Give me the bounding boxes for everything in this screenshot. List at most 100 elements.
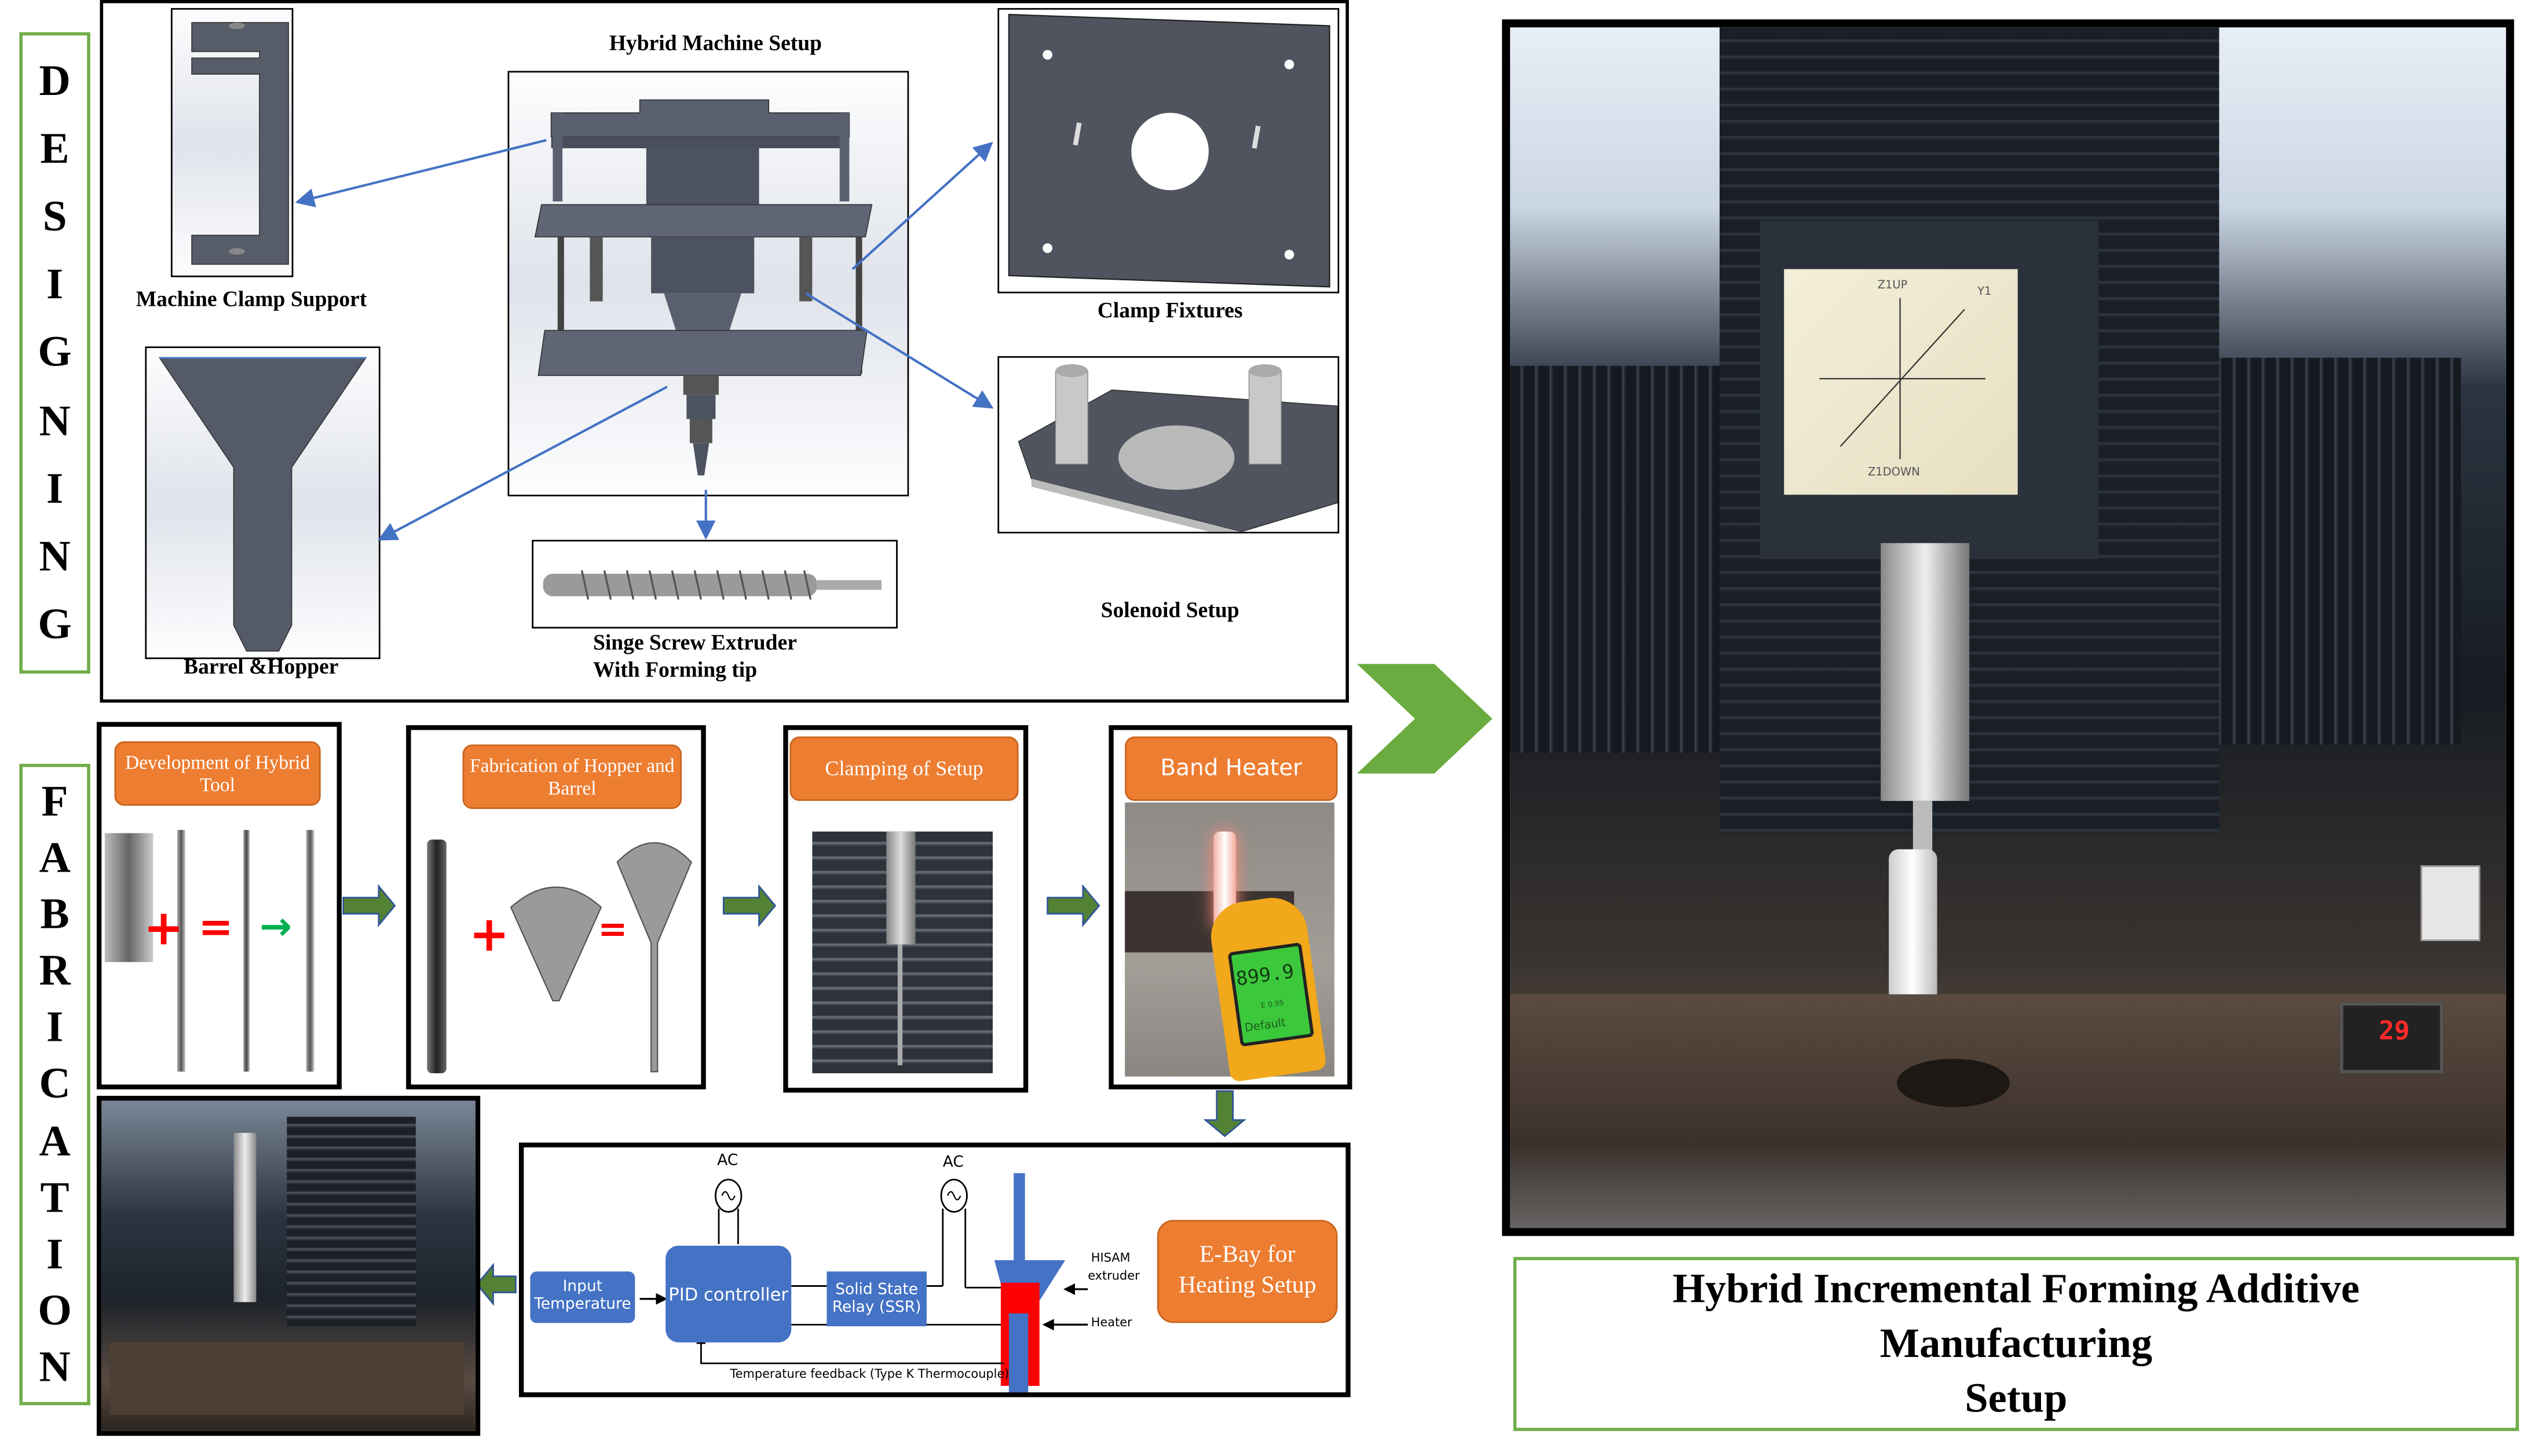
feedback-label: Temperature feedback (Type K Thermocoupl… (730, 1366, 1010, 1381)
big-green-chevron (1356, 664, 1493, 774)
flow-arrow-3-4 (1047, 884, 1100, 927)
ssr-relay (2420, 865, 2481, 941)
fabrication-letter: A (39, 1116, 71, 1165)
ssr-block: Solid State Relay (SSR) (827, 1271, 927, 1326)
barrel-hopper-drawing (158, 357, 367, 652)
forming-tip-photo (104, 833, 153, 963)
fabrication-letter: O (38, 1285, 72, 1334)
fab-step-hopper-barrel: Fabrication of Hopper and Barrel + = (406, 725, 706, 1089)
machine-bellows (287, 1117, 416, 1326)
fabrication-letter: C (39, 1059, 71, 1108)
arrow-to-barrel-hopper (378, 385, 668, 541)
ebay-heating-setup-label: E-Bay for Heating Setup (1157, 1220, 1338, 1323)
caption-barrel-hopper: Barrel &Hopper (184, 654, 339, 679)
clamp-support-drawing (191, 22, 289, 265)
screw-drawing (543, 570, 882, 600)
screw-extruder-image (532, 540, 898, 629)
flow-arrow-2-3 (722, 884, 777, 927)
axis-z-up: Z1UP (1877, 279, 1908, 292)
flow-arrow-diagram-machine (476, 1263, 517, 1306)
plus-sign: + (143, 901, 184, 957)
barrel-hopper-image (145, 346, 381, 660)
clamp-fixtures-image (997, 8, 1340, 294)
fabrication-letter: T (40, 1172, 70, 1221)
arrow-to-clamp-fixtures (851, 141, 993, 270)
band-heater-photo: 899.9 E 0.95 Default (1125, 802, 1334, 1082)
heater-label: Heater (1091, 1315, 1132, 1330)
ssr-label-line1: Solid State (835, 1281, 919, 1298)
barrel-tube-photo (427, 839, 447, 1074)
hybrid-machine-setup-title: Hybrid Machine Setup (609, 30, 822, 55)
caption-screw-extruder-line1: Singe Screw Extruder (593, 630, 797, 654)
designing-letter: I (46, 260, 64, 309)
machine-spindle (233, 1133, 257, 1303)
designing-letter: D (39, 56, 71, 105)
ebay-line1: E-Bay for (1199, 1243, 1296, 1269)
result-title-line2: Manufacturing (1879, 1320, 2153, 1367)
axis-z-down: Z1DOWN (1867, 466, 1920, 479)
fab-step-hybrid-tool: Development of Hybrid Tool + = → (96, 722, 342, 1089)
designing-letter: N (39, 531, 71, 580)
heating-setup-diagram: Input Temperature PID controller Solid S… (518, 1142, 1351, 1398)
screw-photo-2 (243, 829, 250, 1072)
hisam-extruder-label-1: HISAM (1091, 1250, 1131, 1265)
result-title-line3: Setup (1965, 1374, 2068, 1421)
clamp-fixture-plate-drawing (1008, 13, 1330, 288)
extruder-wrap (1889, 849, 1937, 1003)
fab-step-title: Band Heater (1125, 736, 1338, 801)
clamping-photo (812, 831, 993, 1074)
bellows-left (1510, 365, 1752, 753)
fab-step-title: Fabrication of Hopper and Barrel (462, 744, 682, 809)
fabrication-letter: R (39, 946, 71, 995)
hopper-barrel-photo (616, 842, 693, 1073)
ac-label-2: AC (942, 1154, 964, 1172)
solenoid-drawing (1018, 364, 1338, 532)
input-temperature-block: Input Temperature (530, 1271, 635, 1323)
designing-letter: I (46, 463, 64, 512)
ssr-label-line2: Relay (SSR) (832, 1298, 921, 1317)
designing-letter: G (38, 599, 72, 648)
hopper-photo (510, 886, 602, 1002)
ac-label-1: AC (717, 1152, 738, 1170)
designing-side-label: D E S I G N I N G (19, 32, 90, 674)
fabrication-letter: N (39, 1342, 71, 1391)
heating-circuit-lines (639, 1173, 1088, 1393)
pid-controller-unit: 29 (2340, 1002, 2444, 1074)
machine-assembly-drawing (534, 99, 873, 475)
designing-letter: S (42, 192, 67, 241)
fabrication-letter: A (39, 833, 71, 882)
table-hole (1897, 1059, 2010, 1107)
designing-letter: N (39, 396, 71, 444)
hybrid-machine-setup-image (507, 71, 909, 497)
fab-step-title: Clamping of Setup (789, 736, 1019, 801)
arrow-to-solenoid (805, 292, 994, 409)
fab-step-band-heater: Band Heater 899.9 E 0.95 Default (1109, 725, 1352, 1089)
pid-controller-block: PID controller (665, 1245, 792, 1342)
controller-display: 29 (2378, 1015, 2410, 1046)
fabrication-letter: B (40, 890, 70, 939)
axis-cross (1819, 298, 1986, 460)
flow-arrow-4-diagram (1203, 1090, 1246, 1137)
caption-machine-clamp-support: Machine Clamp Support (136, 287, 367, 312)
design-pointer-arrows (295, 139, 994, 541)
fabrication-side-label: F A B R I C A T I O N (19, 763, 90, 1406)
equals-sign: = (198, 903, 233, 953)
screw-photo (177, 829, 185, 1072)
hybrid-tool-photo (306, 829, 314, 1072)
tool-tip (897, 944, 903, 1066)
designing-letter: E (40, 124, 70, 173)
fabrication-letter: I (46, 1003, 64, 1052)
equals-sign: = (598, 910, 628, 951)
extruder-shaft (1014, 1173, 1025, 1260)
axis-label-plate: Z1UP Y1 Z1DOWN (1784, 269, 2018, 495)
plus-sign: + (469, 907, 510, 964)
design-panel: Machine Clamp Support Barrel &Hopper Hyb… (100, 0, 1349, 703)
spindle (1881, 543, 1970, 801)
hisam-extruder-label-2: extruder (1088, 1268, 1140, 1283)
solenoid-setup-image (997, 356, 1340, 534)
bellows-right (2178, 357, 2461, 745)
caption-screw-extruder-line2: With Forming tip (593, 657, 758, 682)
fabrication-letter: F (41, 777, 68, 825)
ebay-line2: Heating Setup (1178, 1273, 1316, 1299)
